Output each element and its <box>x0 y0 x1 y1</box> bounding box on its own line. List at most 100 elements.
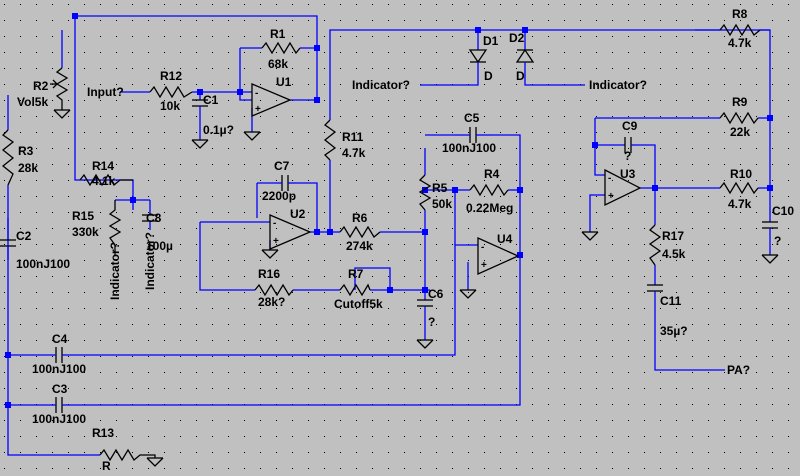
capacitor-c5 <box>455 127 492 143</box>
opamp-u4: -+ <box>477 236 520 276</box>
label-d1-value: D <box>484 69 493 83</box>
label-r5-value: 50k <box>432 197 452 211</box>
label-c8-ref: C8 <box>146 211 162 225</box>
label-r5-ref: R5 <box>432 181 448 195</box>
label-c9-value: ? <box>624 149 631 163</box>
capacitor-c2 <box>0 239 16 260</box>
label-r16-ref: R16 <box>258 267 280 281</box>
diode-d2 <box>515 48 535 72</box>
label-r17-value: 4.5k <box>662 247 686 261</box>
resistor-r12 <box>149 85 193 99</box>
resistor-r3 <box>1 129 15 186</box>
resistor-r6 <box>339 225 381 239</box>
capacitor-c6 <box>417 299 433 320</box>
ground-u2 <box>261 249 279 259</box>
label-u1-ref: U1 <box>276 75 292 89</box>
label-u4-ref: U4 <box>497 232 513 246</box>
label-c8-value: 100µ <box>146 239 173 253</box>
net-label-indicator-r15: Indicator? <box>108 242 122 300</box>
label-r6-ref: R6 <box>352 211 368 225</box>
ground-u3 <box>581 231 599 241</box>
label-r1-value: 68k <box>268 57 288 71</box>
label-c5-ref: C5 <box>464 111 480 125</box>
symbols: -+ -+ -+ -+ <box>0 23 779 467</box>
ground-c1 <box>191 139 209 149</box>
label-c7-value: 2200p <box>262 189 296 203</box>
label-c6-ref: C6 <box>428 287 444 301</box>
capacitor-c1 <box>192 99 208 115</box>
label-d1-ref: D1 <box>483 34 499 48</box>
svg-text:-: - <box>481 242 484 253</box>
label-r9-ref: R9 <box>732 95 748 109</box>
label-r7-ref: R7 <box>348 267 364 281</box>
ground-c6 <box>416 339 434 349</box>
net-label-input: Input? <box>87 85 124 99</box>
label-r7-value: Cutoff5k <box>334 297 383 311</box>
opamp-u3: -+ <box>604 168 642 207</box>
label-r3-ref: R3 <box>18 144 34 158</box>
label-c3-value: 100nJ100 <box>32 412 86 426</box>
capacitor-c7 <box>275 175 295 191</box>
net-label-indicator-c8: Indicator? <box>143 232 157 290</box>
label-r9-value: 22k <box>730 125 750 139</box>
label-c11-ref: C11 <box>660 294 682 308</box>
label-r11-ref: R11 <box>342 130 364 144</box>
label-c7-ref: C7 <box>274 159 290 173</box>
resistor-r10 <box>719 181 759 195</box>
svg-text:+: + <box>608 191 614 202</box>
svg-text:-: - <box>273 218 276 229</box>
resistor-r15 <box>108 200 122 255</box>
svg-text:+: + <box>273 236 279 247</box>
resistor-r17 <box>648 224 662 266</box>
junctions <box>5 13 773 408</box>
label-u3-ref: U3 <box>620 167 636 181</box>
label-r8-ref: R8 <box>732 7 748 21</box>
label-r10-ref: R10 <box>730 167 752 181</box>
net-label-indicator-d1: Indicator? <box>352 78 410 92</box>
capacitor-c3 <box>50 397 68 413</box>
label-r6-value: 274k <box>346 239 373 253</box>
label-d2-value: D <box>516 69 525 83</box>
ground-c10 <box>761 254 779 264</box>
svg-text:-: - <box>255 88 258 99</box>
capacitor-c11 <box>647 284 663 305</box>
label-r2-value: Vol5k <box>17 95 48 109</box>
capacitor-c4 <box>50 347 68 363</box>
label-r1-ref: R1 <box>270 27 286 41</box>
label-r15-value: 330k <box>72 225 99 239</box>
label-c2-ref: C2 <box>16 229 32 243</box>
capacitor-c9 <box>624 137 635 153</box>
opamp-u1: -+ <box>251 83 292 117</box>
resistor-r13 <box>99 448 156 462</box>
label-r13-value: R <box>102 459 111 473</box>
capacitor-c10 <box>762 221 778 238</box>
label-r8-value: 4.7k <box>728 36 752 50</box>
label-c11-value: 35µ? <box>660 324 688 338</box>
label-c10-ref: C10 <box>772 204 794 218</box>
svg-text:-: - <box>608 173 611 184</box>
svg-text:+: + <box>481 260 487 271</box>
resistor-r9 <box>719 111 759 125</box>
label-c1-ref: C1 <box>203 93 219 107</box>
label-r13-ref: R13 <box>92 426 114 440</box>
net-label-pa: PA? <box>727 363 750 377</box>
opamp-u2: -+ <box>269 214 312 250</box>
label-c1-value: 0.1µ? <box>203 123 234 137</box>
labels: R1 68k R2 Vol5k R3 28k R4 0.22Meg R5 50k… <box>16 7 794 473</box>
label-r4-ref: R4 <box>484 167 500 181</box>
resistor-r1 <box>261 41 301 55</box>
svg-text:+: + <box>255 104 261 115</box>
ground-r2 <box>53 109 71 119</box>
resistor-r11 <box>323 119 337 161</box>
wires <box>7 15 771 456</box>
label-r2-ref: R2 <box>33 79 49 93</box>
label-c9-ref: C9 <box>622 119 638 133</box>
label-r16-value: 28k? <box>258 295 285 309</box>
ground-r13 <box>146 457 164 467</box>
diode-d1 <box>468 49 488 72</box>
resistor-r8 <box>719 23 761 37</box>
label-r3-value: 28k <box>18 161 38 175</box>
label-r14-value: 4.1k <box>92 174 116 188</box>
label-r10-value: 4.7k <box>728 197 752 211</box>
